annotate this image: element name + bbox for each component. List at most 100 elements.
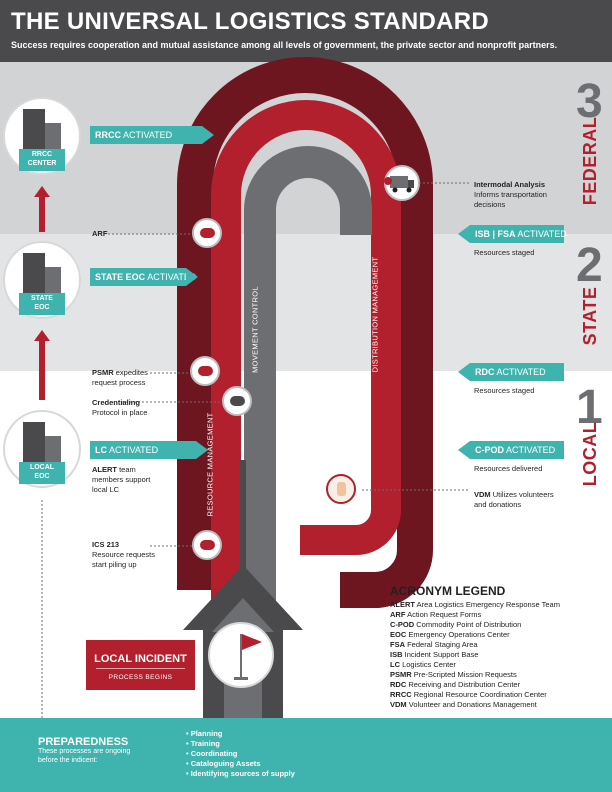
state-eoc-circle: STATE EOC: [3, 241, 81, 319]
legend-abbr: ISB: [390, 650, 403, 659]
arf-note: ARF: [92, 229, 107, 239]
vdm-note-text: Utilizes volunteers and donations: [474, 490, 554, 509]
legend-item: ARF Action Request Forms: [390, 610, 600, 620]
intermodal-note-text: Informs transportation decisions: [474, 190, 547, 209]
state-band: [0, 234, 612, 371]
header: THE UNIVERSAL LOGISTICS STANDARD Success…: [0, 0, 612, 62]
legend-full: Logistics Center: [402, 660, 456, 669]
state-eoc-label-line1: STATE: [31, 295, 53, 302]
legend-item: RRCC Regional Resource Coordination Cent…: [390, 690, 600, 700]
alert-note: ALERT team members support local LC: [92, 465, 164, 495]
outer-track: [177, 57, 433, 608]
state-eoc-activated-bar: STATE EOC ACTIVATED: [90, 268, 198, 286]
local-eoc-label: LOCAL EOC: [19, 462, 65, 484]
rrcc-center-label-line2: CENTER: [27, 159, 57, 167]
isb-bar-text: ACTIVATED: [517, 229, 567, 239]
track-label-resource: RESOURCE MANAGEMENT: [205, 412, 215, 517]
isb-bar-acronym: ISB | FSA: [475, 229, 516, 239]
cpod-note: Resources delivered: [474, 464, 543, 473]
arf-note-title: ARF: [92, 229, 108, 238]
track-label-distribution: DISTRIBUTION MANAGEMENT: [370, 256, 380, 373]
legend-full: Federal Staging Area: [407, 640, 478, 649]
local-eoc-circle: LOCAL EOC: [3, 410, 81, 488]
legend-abbr: ALERT: [390, 600, 415, 609]
level-number-federal: 3: [576, 75, 603, 128]
legend-full: Incident Support Base: [404, 650, 479, 659]
legend-abbr: RRCC: [390, 690, 412, 699]
cpod-bar-acronym: C-POD: [475, 445, 504, 455]
legend-title: ACRONYM LEGEND: [390, 584, 506, 598]
rrcc-activated-bar: RRCC ACTIVATED: [90, 126, 214, 144]
building-icon: [23, 422, 45, 462]
legend-full: Commodity Point of Distribution: [416, 620, 522, 629]
acronym-legend: ACRONYM LEGEND ALERT Area Logistics Emer…: [390, 584, 600, 710]
level-number-state: 2: [576, 239, 603, 292]
flag-icon-drawing: [234, 634, 262, 680]
state-eoc-bar-acronym: STATE EOC: [95, 272, 146, 282]
legend-item: C-POD Commodity Point of Distribution: [390, 620, 600, 630]
preparedness-item: • Cataloguing Assets: [186, 759, 261, 768]
lc-activated-bar: LC ACTIVATED: [90, 441, 208, 459]
middle-track: [211, 100, 401, 600]
legend-item: VDM Volunteer and Donations Management: [390, 700, 600, 710]
cpod-bar-text: ACTIVATED: [506, 445, 556, 455]
legend-full: Pre-Scripted Mission Requests: [413, 670, 517, 679]
intermodal-note-title: Intermodal Analysis: [474, 180, 545, 189]
preparedness-item-text: Planning: [190, 729, 223, 738]
incident-subtitle: PROCESS BEGINS: [108, 674, 173, 681]
legend-full: Regional Resource Coordination Center: [413, 690, 547, 699]
local-eoc-label-line2: EOC: [34, 472, 50, 480]
inner-track: [244, 146, 372, 718]
preparedness-item-text: Cataloguing Assets: [190, 759, 261, 768]
psmr-marker-icon: [190, 356, 220, 386]
hand-volunteer-icon: [326, 474, 356, 504]
preparedness-footer: [0, 718, 612, 792]
preparedness-item: • Identifying sources of supply: [186, 769, 295, 778]
legend-abbr: RDC: [390, 680, 407, 689]
state-eoc-label: STATE EOC: [19, 293, 65, 315]
state-eoc-bar-text: ACTIVATED: [147, 272, 197, 282]
isb-activated-bar: ISB | FSA ACTIVATED: [458, 225, 567, 243]
building-icon: [23, 253, 45, 293]
rdc-bar-acronym: RDC: [475, 367, 495, 377]
escalate-arrow-icon: [34, 330, 50, 400]
legend-item: PSMR Pre-Scripted Mission Requests: [390, 670, 600, 680]
rrcc-center-circle: RRCC CENTER: [3, 97, 81, 175]
preparedness-list: • Planning • Training • Coordinating • C…: [186, 729, 295, 779]
building-icon: [45, 267, 61, 293]
vdm-note-title: VDM: [474, 490, 491, 499]
rrcc-bar-acronym: RRCC: [95, 130, 121, 140]
legend-item: FSA Federal Staging Area: [390, 640, 600, 650]
credentialing-note-text: Protocol in place: [92, 408, 148, 417]
legend-item: ISB Incident Support Base: [390, 650, 600, 660]
rdc-bar-text: ACTIVATED: [496, 367, 546, 377]
vdm-note: VDM Utilizes volunteers and donations: [474, 490, 564, 510]
state-eoc-label-line2: EOC: [34, 303, 50, 311]
arf-marker-icon: [192, 218, 222, 248]
lc-bar-acronym: LC: [95, 445, 107, 455]
incident-title: LOCAL INCIDENT: [94, 653, 187, 665]
legend-abbr: LC: [390, 660, 400, 669]
escalate-arrow-icon: [34, 186, 50, 232]
legend-abbr: PSMR: [390, 670, 412, 679]
credentialing-note-title: Credentialing: [92, 398, 140, 407]
rrcc-center-label: RRCC CENTER: [19, 149, 65, 171]
ics213-note-text: Resource requests start piling up: [92, 550, 155, 569]
ics213-note-title: ICS 213: [92, 540, 120, 549]
building-icon: [45, 436, 61, 462]
preparedness-item: • Coordinating: [186, 749, 238, 758]
legend-abbr: EOC: [390, 630, 407, 639]
preparedness-item: • Training: [186, 739, 220, 748]
preparedness-item-text: Identifying sources of supply: [190, 769, 295, 778]
preparedness-item: • Planning: [186, 729, 223, 738]
footer-title: PREPAREDNESS: [38, 736, 129, 748]
incident-divider: [96, 668, 185, 669]
level-number-local: 1: [576, 381, 603, 434]
rdc-activated-bar: RDC ACTIVATED: [458, 363, 564, 381]
page-title: THE UNIVERSAL LOGISTICS STANDARD: [11, 8, 490, 35]
credential-marker-icon: [222, 386, 252, 416]
rrcc-center-label-line1: RRCC: [31, 151, 53, 158]
cpod-activated-bar: C-POD ACTIVATED: [458, 441, 564, 459]
